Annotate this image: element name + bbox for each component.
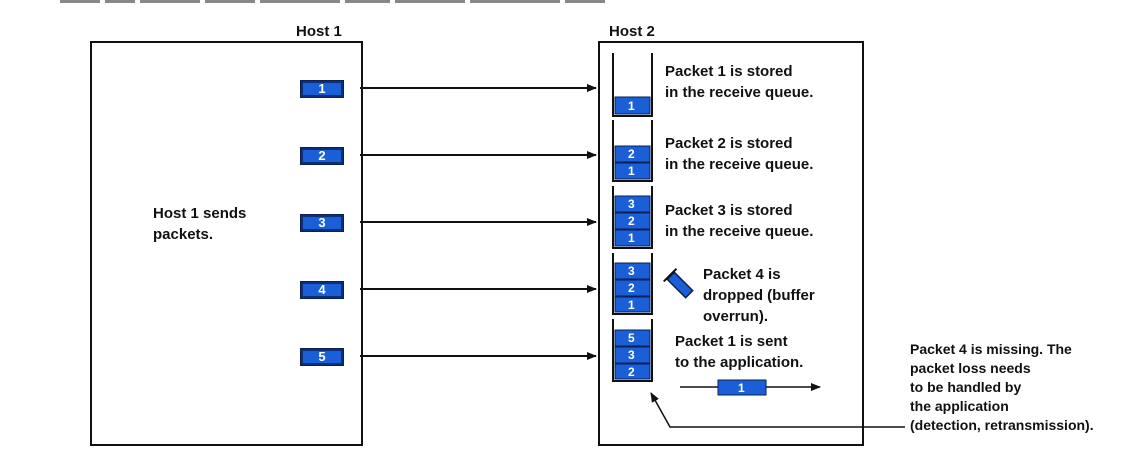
packet-loss-note-line: (detection, retransmission).: [910, 417, 1094, 433]
host1-box: [90, 41, 363, 446]
queue-packet-label: 1: [628, 164, 635, 178]
queue-packet-label: 3: [628, 264, 635, 278]
queue-note: Packet 2 is stored in the receive queue.: [665, 133, 813, 175]
receive-queue: [612, 319, 653, 382]
cropped-caption-line: [60, 0, 760, 8]
sent-packet: 4: [300, 281, 344, 299]
queue-packet-label: 1: [628, 99, 635, 113]
queue-packet-label: 3: [628, 197, 635, 211]
queue-packet: [614, 363, 651, 380]
queue-packet: [614, 195, 651, 213]
queue-packet: [614, 96, 651, 115]
queue-note-line: Packet 1 is stored: [665, 63, 793, 80]
queue-packet-label: 1: [628, 231, 635, 245]
queue-note-line: in the receive queue.: [665, 84, 814, 101]
receive-queue: [612, 53, 653, 117]
queue-packet-label: 2: [628, 281, 635, 295]
queue-packet: [614, 329, 651, 347]
host1-description-line: Host 1 sends: [153, 205, 247, 222]
queue-packet-label: 3: [628, 348, 635, 362]
packet-loss-note: Packet 4 is missing. The packet loss nee…: [910, 340, 1094, 435]
sent-packet: 3: [300, 214, 344, 232]
queue-packet: [614, 162, 651, 180]
packet-loss-note-line: packet loss needs: [910, 360, 1031, 376]
queue-note-line: overrun).: [703, 308, 769, 325]
queue-packet-label: 2: [628, 147, 635, 161]
queue-note-line: in the receive queue.: [665, 156, 814, 173]
queue-packet: [614, 262, 651, 280]
delivered-packet-label: 1: [738, 381, 745, 395]
queue-packet-label: 2: [628, 214, 635, 228]
host1-description: Host 1 sends packets.: [153, 203, 246, 245]
queue-packet-label: 5: [628, 331, 635, 345]
host2-title: Host 2: [609, 23, 655, 40]
dropped-packet-icon: [663, 268, 694, 299]
queue-packet-label: 2: [628, 365, 635, 379]
receive-queue: [612, 186, 653, 249]
missing-packet-pointer: [650, 392, 905, 428]
host1-title: Host 1: [296, 23, 342, 40]
packet-loss-note-line: Packet 4 is missing. The: [910, 341, 1072, 357]
queue-note: Packet 1 is sent to the application.: [675, 331, 803, 373]
packet-loss-note-line: to be handled by: [910, 379, 1022, 395]
queue-note: Packet 1 is stored in the receive queue.: [665, 61, 813, 103]
host1-description-line: packets.: [153, 226, 214, 243]
queue-packet: [614, 145, 651, 163]
sent-packet: 1: [300, 80, 344, 98]
receive-queue: [612, 253, 653, 315]
queue-packet: [614, 279, 651, 297]
queue-note-line: to the application.: [675, 354, 804, 371]
queue-note: Packet 4 is dropped (buffer overrun).: [703, 264, 815, 327]
sent-packet: 5: [300, 348, 344, 366]
queue-packet: [614, 212, 651, 230]
sent-packet: 2: [300, 147, 344, 165]
queue-packet: [614, 296, 651, 313]
queue-packet-label: 1: [628, 298, 635, 312]
queue-note-line: Packet 1 is sent: [675, 333, 788, 350]
receive-queue: [612, 120, 653, 182]
queue-packet: [614, 229, 651, 247]
delivered-packet: [717, 379, 767, 396]
queue-note-line: Packet 3 is stored: [665, 202, 793, 219]
packet-loss-note-line: the application: [910, 398, 1009, 414]
queue-note-line: Packet 2 is stored: [665, 135, 793, 152]
queue-note-line: Packet 4 is: [703, 266, 781, 283]
queue-note-line: dropped (buffer: [703, 287, 815, 304]
queue-packet: [614, 346, 651, 364]
queue-note: Packet 3 is stored in the receive queue.: [665, 200, 813, 242]
queue-note-line: in the receive queue.: [665, 223, 814, 240]
